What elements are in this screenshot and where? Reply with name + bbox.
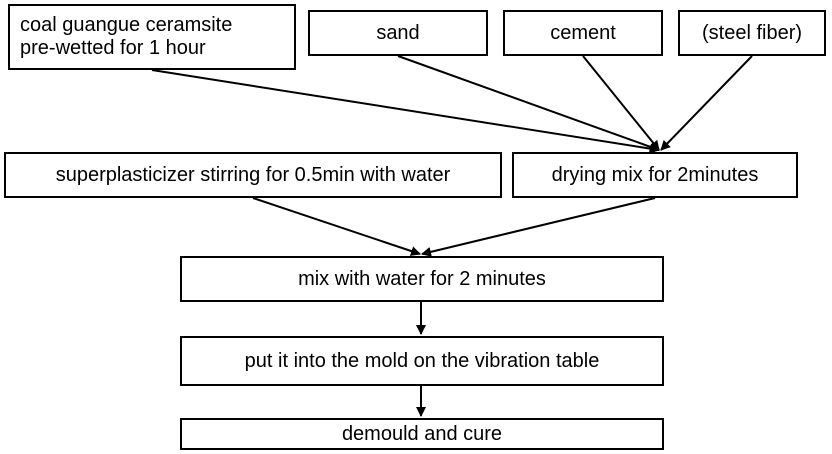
mix-water-label: mix with water for 2 minutes bbox=[298, 267, 546, 290]
demould-cure-box: demould and cure bbox=[180, 418, 664, 450]
mold-vibration-box: put it into the mold on the vibration ta… bbox=[180, 336, 664, 386]
arrow-super-to-mix bbox=[252, 197, 421, 256]
cement-label: cement bbox=[550, 21, 616, 44]
coal-ceramsite-line-1: coal guangue ceramsite bbox=[20, 14, 233, 36]
demould-cure-label: demould and cure bbox=[341, 422, 503, 445]
drying-mix-box: drying mix for 2minutes bbox=[512, 152, 798, 198]
arrow-drying-to-mix bbox=[421, 197, 656, 257]
arrow-coal-to-drying bbox=[151, 69, 660, 154]
arrow-sand-to-drying bbox=[397, 55, 660, 152]
sand-box: sand bbox=[308, 10, 488, 56]
superplasticizer-label: superplasticizer stirring for 0.5min wit… bbox=[55, 163, 451, 186]
cement-box: cement bbox=[503, 10, 663, 56]
steel-fiber-box: (steel fiber) bbox=[678, 10, 826, 56]
superplasticizer-box: superplasticizer stirring for 0.5min wit… bbox=[4, 152, 502, 198]
steel-fiber-label: (steel fiber) bbox=[701, 21, 803, 44]
sand-label: sand bbox=[376, 21, 420, 44]
drying-mix-label: drying mix for 2minutes bbox=[551, 163, 759, 186]
coal-ceramsite-label: coal guangue ceramsite pre-wetted for 1 … bbox=[20, 14, 232, 60]
arrow-steel-to-drying bbox=[660, 55, 753, 151]
coal-ceramsite-line-2: pre-wetted for 1 hour bbox=[20, 37, 206, 59]
arrow-cement-to-drying bbox=[582, 55, 660, 151]
mix-water-box: mix with water for 2 minutes bbox=[180, 256, 664, 302]
mold-vibration-label: put it into the mold on the vibration ta… bbox=[244, 349, 600, 372]
coal-ceramsite-box: coal guangue ceramsite pre-wetted for 1 … bbox=[8, 4, 296, 70]
